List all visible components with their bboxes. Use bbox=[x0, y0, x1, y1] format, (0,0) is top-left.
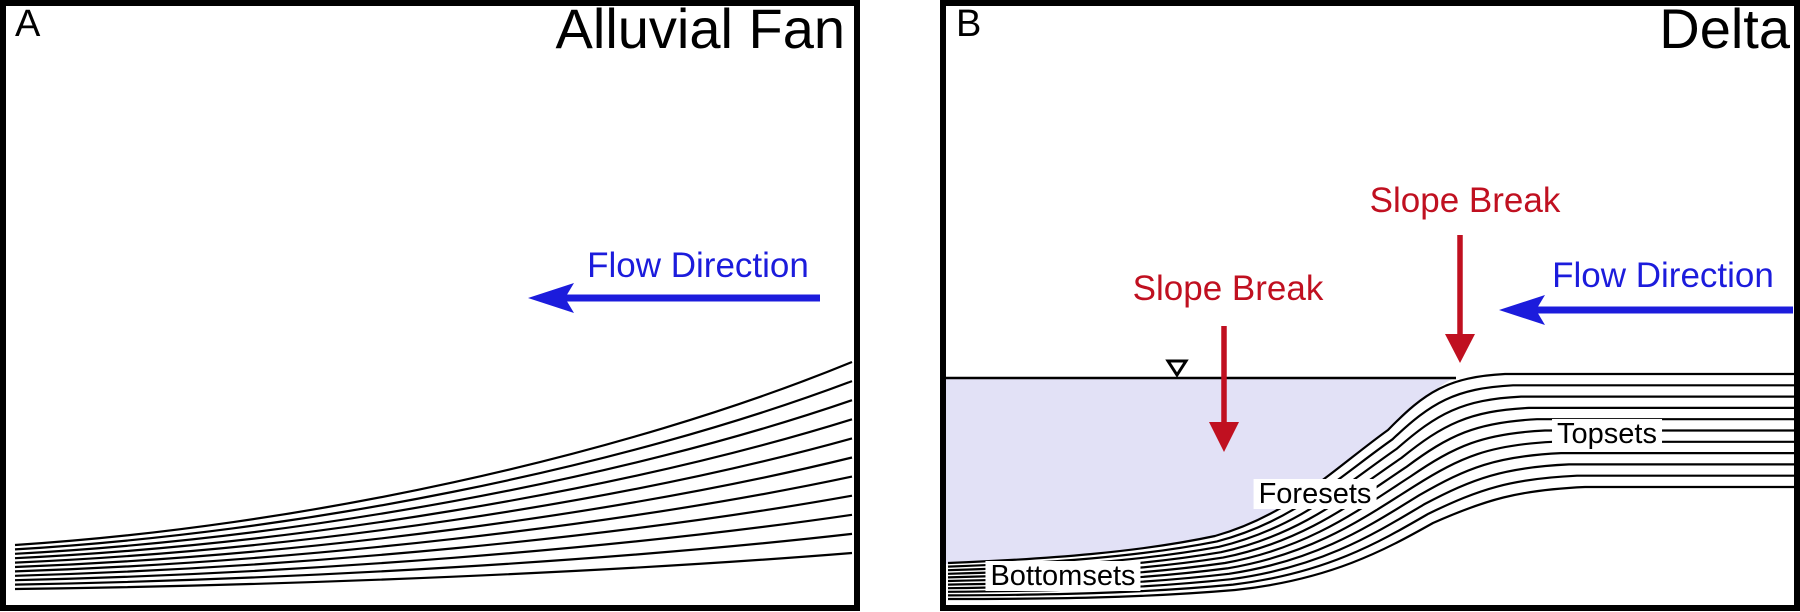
lower-slope-break-label: Slope Break bbox=[1132, 269, 1324, 308]
stratal-line bbox=[14, 456, 853, 569]
stratal-line bbox=[14, 532, 853, 586]
stratal-line bbox=[14, 399, 853, 555]
arrowhead-down-icon bbox=[1209, 422, 1239, 452]
upper-slope-break-label: Slope Break bbox=[1369, 181, 1561, 220]
stratal-line bbox=[14, 360, 853, 547]
stratal-line bbox=[14, 494, 853, 577]
panel-a-title: Alluvial Fan bbox=[555, 0, 845, 60]
stratal-line bbox=[14, 418, 853, 560]
lower-slope-break-arrow bbox=[1209, 326, 1239, 452]
foresets-label: Foresets bbox=[1253, 479, 1377, 509]
stratal-line bbox=[14, 437, 853, 564]
panel-a-flow-arrow bbox=[528, 283, 820, 313]
stratal-line bbox=[947, 485, 1795, 601]
arrowhead-left-icon bbox=[528, 283, 574, 313]
panel-a-frame bbox=[0, 0, 860, 611]
panel-b-corner-label: B bbox=[956, 3, 982, 45]
bottomsets-label: Bottomsets bbox=[985, 561, 1141, 591]
stratal-line bbox=[14, 513, 853, 582]
alluvial-fan-strata bbox=[14, 360, 853, 591]
arrowhead-down-icon bbox=[1445, 334, 1475, 363]
arrowhead-left-icon bbox=[1499, 295, 1545, 325]
panel-b-flow-arrow bbox=[1499, 295, 1793, 325]
stratal-line bbox=[947, 384, 1795, 568]
water-body bbox=[946, 379, 1452, 564]
stratal-line bbox=[14, 551, 853, 591]
topsets-label: Topsets bbox=[1552, 419, 1662, 449]
upper-slope-break-arrow bbox=[1445, 235, 1475, 363]
stratal-line bbox=[14, 380, 853, 551]
stratal-line bbox=[947, 474, 1795, 597]
panel-a-flow-direction-label: Flow Direction bbox=[587, 246, 809, 285]
panel-b-title: Delta bbox=[1659, 0, 1790, 60]
panel-a-corner-label: A bbox=[15, 3, 41, 45]
water-level-icon bbox=[1165, 359, 1189, 378]
stratal-line bbox=[14, 475, 853, 573]
panel-b-flow-direction-label: Flow Direction bbox=[1552, 256, 1774, 295]
